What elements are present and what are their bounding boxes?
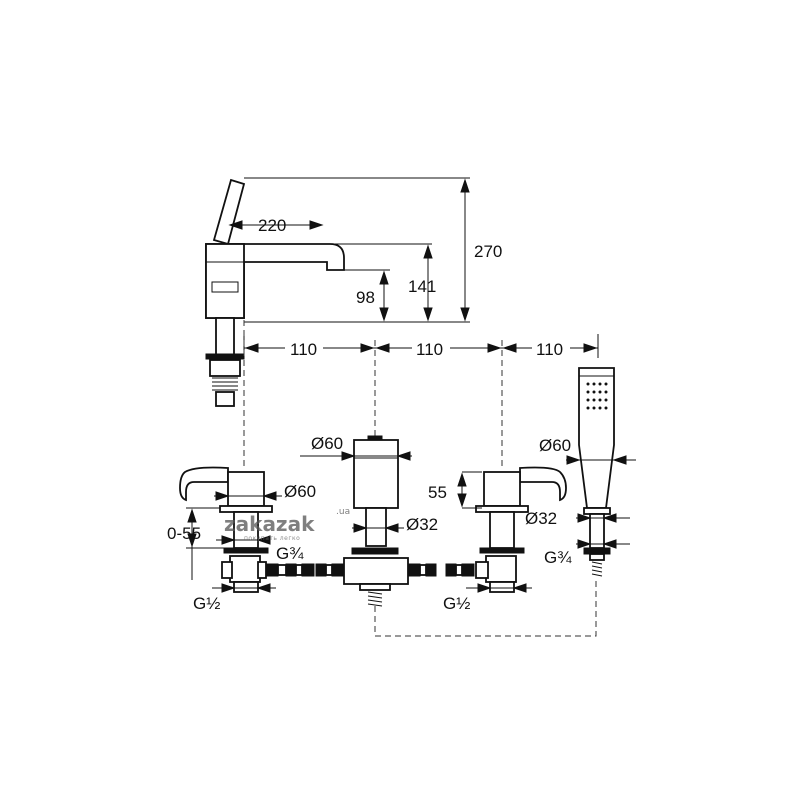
dim-98: 98	[356, 288, 375, 307]
spout-lever	[212, 178, 246, 246]
dim-110-second: 110	[416, 340, 443, 359]
right-lever	[519, 466, 567, 502]
dim-110-first: 110	[290, 340, 317, 359]
watermark-brand: zakazak	[224, 512, 315, 536]
dim-55: 55	[428, 483, 447, 502]
watermark-tld: .ua	[336, 507, 350, 517]
spout-shank	[215, 317, 235, 359]
dim-110-third: 110	[536, 340, 563, 359]
center-diverter-body	[353, 439, 399, 509]
hand-shower-body	[578, 367, 615, 509]
spout-assembly	[205, 178, 345, 407]
spout-column	[205, 243, 245, 319]
left-valve-body	[227, 471, 265, 507]
right-valve-body	[483, 471, 521, 507]
center-diverter-assembly	[343, 435, 409, 607]
right-hose	[445, 563, 475, 577]
dim-270: 270	[474, 242, 502, 261]
dim-center-dia-60: Ø60	[311, 434, 343, 453]
dim-141: 141	[408, 277, 436, 296]
dim-right-dia-60: Ø60	[539, 436, 571, 455]
center-hose-right	[407, 563, 437, 577]
watermark-slogan: покупать легко	[244, 535, 300, 542]
dim-center-dia-32: Ø32	[406, 515, 438, 534]
hand-shower-assembly	[578, 367, 615, 577]
left-lever	[179, 466, 229, 502]
right-valve-assembly	[475, 466, 567, 593]
left-valve-assembly	[179, 466, 273, 593]
dim-left-dia-60: Ø60	[284, 482, 316, 501]
watermark: zakazak .ua покупать легко	[224, 507, 350, 542]
dim-left-g12: G½	[193, 594, 220, 613]
dim-right-g12: G½	[443, 594, 470, 613]
dim-220: 220	[258, 216, 286, 235]
dim-0-55: 0-55	[167, 524, 201, 543]
dim-right-dia-32: Ø32	[525, 509, 557, 528]
dim-right-g34: G¾	[544, 548, 572, 567]
center-hose-left	[315, 563, 345, 577]
left-hose	[265, 563, 315, 577]
dim-left-g34: G¾	[276, 544, 304, 563]
